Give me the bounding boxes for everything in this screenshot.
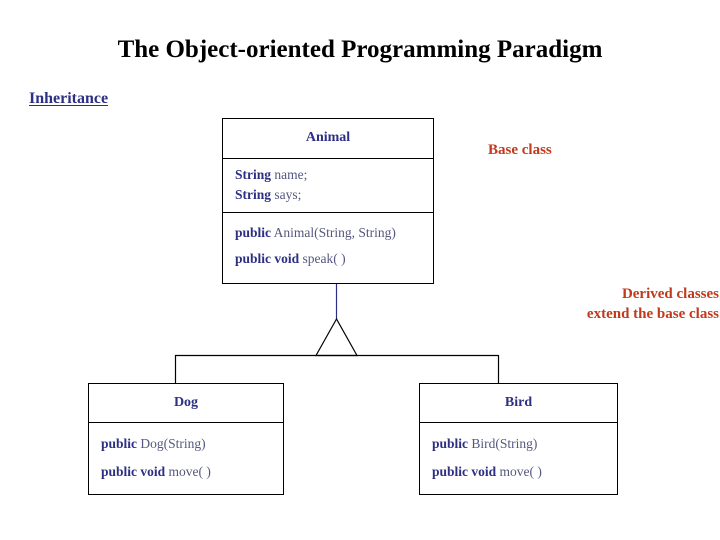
identifier: Animal(String, String) xyxy=(271,225,396,240)
keyword: String xyxy=(235,187,272,202)
annotation-derived-line-2: extend the base class xyxy=(586,306,719,322)
generalization-triangle xyxy=(314,317,359,357)
keyword: String xyxy=(235,167,272,182)
keyword: public void xyxy=(432,464,497,479)
method-row: public Animal(String, String) xyxy=(235,225,433,241)
method-row: public void move( ) xyxy=(101,464,283,480)
class-methods-compartment: public Bird(String) public void move( ) xyxy=(420,423,617,494)
keyword: public xyxy=(432,436,469,451)
uml-class-animal[interactable]: Animal String name; String says; public … xyxy=(222,118,434,284)
uml-class-dog[interactable]: Dog public Dog(String) public void move(… xyxy=(88,383,284,495)
identifier: move( ) xyxy=(496,464,542,479)
annotation-derived-line-1: Derived classes xyxy=(621,286,719,302)
identifier: says; xyxy=(271,187,302,202)
identifier: name; xyxy=(271,167,308,182)
class-name-compartment: Animal xyxy=(223,119,433,159)
keyword: public xyxy=(235,225,272,240)
method-row: public void move( ) xyxy=(432,464,617,480)
keyword: public void xyxy=(235,251,300,266)
method-row: public Dog(String) xyxy=(101,436,283,452)
class-fields-compartment: String name; String says; xyxy=(223,159,433,213)
field-row: String says; xyxy=(235,187,433,203)
identifier: Bird(String) xyxy=(468,436,538,451)
class-name-label: Bird xyxy=(504,395,533,410)
identifier: Dog(String) xyxy=(137,436,206,451)
class-name-compartment: Bird xyxy=(420,384,617,423)
class-name-compartment: Dog xyxy=(89,384,283,423)
annotation-base-class: Base class xyxy=(488,142,552,158)
class-name-label: Dog xyxy=(173,395,199,410)
class-methods-compartment: public Animal(String, String) public voi… xyxy=(223,213,433,283)
class-name-label: Animal xyxy=(305,130,351,145)
page-title: The Object-oriented Programming Paradigm xyxy=(117,36,603,63)
field-row: String name; xyxy=(235,167,433,183)
annotation-derived-classes: Derived classes extend the base class xyxy=(587,284,719,324)
identifier: speak( ) xyxy=(299,251,346,266)
identifier: move( ) xyxy=(165,464,211,479)
method-row: public void speak( ) xyxy=(235,251,433,267)
keyword: public void xyxy=(101,464,166,479)
method-row: public Bird(String) xyxy=(432,436,617,452)
uml-class-bird[interactable]: Bird public Bird(String) public void mov… xyxy=(419,383,618,495)
keyword: public xyxy=(101,436,138,451)
section-heading-inheritance: Inheritance xyxy=(29,90,109,107)
class-methods-compartment: public Dog(String) public void move( ) xyxy=(89,423,283,494)
